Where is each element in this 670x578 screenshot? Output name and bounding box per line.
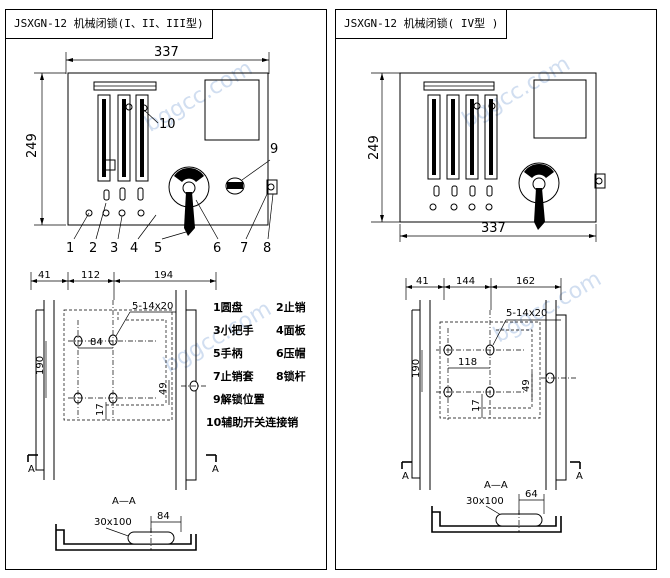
dim-84b: 84 [157,511,170,522]
callout-4: 4 [130,241,138,256]
callout-10: 10 [159,117,176,132]
dim-118: 118 [458,357,477,368]
section-mark-left: A [28,464,35,475]
legend-4a: 7止销套 [213,369,255,383]
callout-2: 2 [89,241,97,256]
dim-144: 144 [456,276,475,287]
dim-64: 64 [525,489,538,500]
callout-7: 7 [240,241,248,256]
legend-1b: 2止销 [276,300,306,314]
dim-17: 17 [95,403,106,416]
callout-5: 5 [154,241,162,256]
watermark-top: bggcc.com [458,51,574,133]
legend-4b: 8锁杆 [276,369,306,383]
watermark-top: bggcc.com [141,56,257,138]
callout-6: 6 [213,241,221,256]
legend-5a: 9解锁位置 [213,392,265,406]
right-title: JSXGN-12 机械闭锁( IV型 ) [336,10,508,39]
legend-1a: 1圆盘 [213,300,243,314]
callout-3: 3 [110,241,118,256]
dim-height: 249 [25,133,40,158]
dim-width: 337 [154,45,179,60]
legend-6a: 10辅助开关连接销 [206,415,298,429]
section-mark-left: A [402,471,409,482]
dim-30x100: 30x100 [94,517,132,528]
right-panel: JSXGN-12 机械闭锁( IV型 ) bggcc.com bggcc.com… [335,9,657,570]
slot-label: 5-14x20 [506,308,547,319]
left-panel: JSXGN-12 机械闭锁(I、II、III型) bggcc.com bggcc… [5,9,327,570]
legend-2a: 3小把手 [213,323,254,337]
left-title: JSXGN-12 机械闭锁(I、II、III型) [6,10,213,39]
dim-194: 194 [154,270,173,281]
dim-190: 190 [35,356,46,375]
handle [184,192,195,236]
section-title: A—A [112,496,136,507]
dim-190: 190 [411,359,422,378]
dim-width: 337 [481,221,506,236]
dim-112: 112 [81,270,100,281]
dim-84: 84 [90,337,103,348]
face-plate [399,72,597,223]
legend-2b: 4面板 [276,323,307,337]
face-plate [67,72,269,226]
legend-3a: 5手柄 [213,346,243,360]
callout-8: 8 [263,241,271,256]
dim-49: 49 [158,382,169,395]
dim-30x100: 30x100 [466,496,504,507]
dim-height: 249 [367,135,382,160]
legend-3b: 6压帽 [276,346,306,360]
callout-1: 1 [66,241,74,256]
dim-49: 49 [521,379,532,392]
left-drawing: bggcc.com bggcc.com 337 249 [25,45,307,551]
section-mark-right: A [212,464,219,475]
dim-162: 162 [516,276,535,287]
slot-label: 5-14x20 [132,301,173,312]
section-title: A—A [484,480,508,491]
dim-41: 41 [38,270,51,281]
section-mark-right: A [576,471,583,482]
dim-41: 41 [416,276,429,287]
dim-17: 17 [471,399,482,412]
right-drawing: bggcc.com bggcc.com 249 [367,51,606,533]
callout-9: 9 [270,142,278,157]
